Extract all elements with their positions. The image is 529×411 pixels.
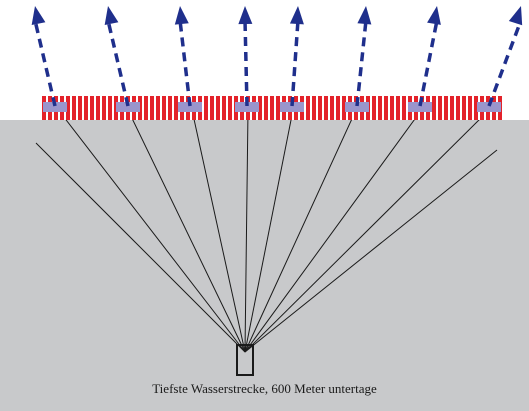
particle-track bbox=[127, 109, 246, 353]
arrowhead bbox=[289, 6, 304, 25]
detector-strip bbox=[42, 96, 504, 120]
arrowhead bbox=[427, 6, 441, 25]
particle-track bbox=[244, 111, 421, 353]
detector-module bbox=[43, 102, 67, 112]
particle-track bbox=[244, 109, 294, 353]
arrowhead bbox=[357, 6, 372, 25]
detector-module bbox=[280, 102, 304, 112]
particle-track bbox=[191, 109, 246, 353]
arrowhead bbox=[31, 6, 46, 26]
detector-module bbox=[178, 102, 202, 112]
caption: Tiefste Wasserstrecke, 600 Meter unterta… bbox=[152, 381, 377, 396]
arrowhead bbox=[174, 6, 189, 25]
particle-tracks bbox=[35, 109, 498, 353]
detector-module bbox=[408, 102, 432, 112]
arrowhead bbox=[104, 6, 119, 26]
particle-track bbox=[244, 111, 488, 353]
particle-track bbox=[244, 109, 249, 353]
detector-module bbox=[345, 102, 369, 112]
particle-track bbox=[244, 109, 357, 353]
arrowhead bbox=[508, 6, 523, 26]
particle-track bbox=[59, 111, 246, 353]
detector-modules bbox=[43, 102, 501, 112]
particle-track bbox=[35, 142, 246, 353]
ground-area bbox=[0, 120, 529, 411]
detector-module bbox=[477, 102, 501, 112]
water-gallery-box bbox=[236, 344, 254, 376]
upward-particle-arrows bbox=[31, 6, 523, 107]
detector-module bbox=[235, 102, 259, 112]
detector-module bbox=[116, 102, 140, 112]
particle-track bbox=[244, 149, 498, 353]
arrowhead bbox=[238, 6, 253, 25]
